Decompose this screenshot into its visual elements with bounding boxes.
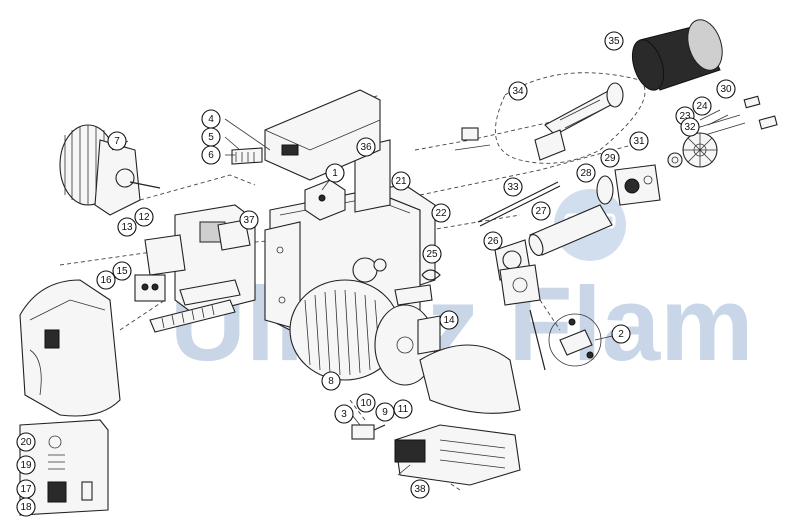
callout-16: 16 <box>96 270 116 290</box>
callout-label: 34 <box>512 86 524 97</box>
callout-32: 32 <box>680 117 700 137</box>
callout-label: 2 <box>618 329 624 340</box>
callout-label: 25 <box>426 249 438 260</box>
callout-markers: 1234567891011121314151617181920212223242… <box>16 31 736 517</box>
pressure-switch-detail <box>529 309 602 371</box>
flange-connector <box>494 239 541 306</box>
callout-label: 11 <box>398 404 409 415</box>
callout-12: 12 <box>134 207 154 227</box>
callout-label: 17 <box>20 484 32 495</box>
callout-1: 1 <box>325 163 345 183</box>
ring <box>667 152 683 168</box>
callout-22: 22 <box>431 203 451 223</box>
callout-label: 32 <box>684 122 696 133</box>
callout-25: 25 <box>422 244 442 264</box>
callout-label: 22 <box>435 208 447 219</box>
callout-29: 29 <box>600 148 620 168</box>
callout-14: 14 <box>439 310 459 330</box>
callout-30: 30 <box>716 79 736 99</box>
connecting-rod <box>477 181 561 227</box>
callout-27: 27 <box>531 201 551 221</box>
callout-26: 26 <box>483 231 503 251</box>
callout-label: 5 <box>208 132 214 143</box>
callout-4: 4 <box>201 109 221 129</box>
callout-9: 9 <box>375 402 395 422</box>
callout-label: 20 <box>20 437 32 448</box>
callout-20: 20 <box>16 432 36 452</box>
callout-label: 15 <box>116 266 128 277</box>
callout-38: 38 <box>410 479 430 499</box>
callout-34: 34 <box>508 81 528 101</box>
callout-7: 7 <box>107 131 127 151</box>
callout-label: 7 <box>114 136 120 147</box>
callout-label: 31 <box>633 136 645 147</box>
callout-label: 38 <box>414 484 426 495</box>
flame-tube <box>528 204 613 256</box>
callout-3: 3 <box>334 404 354 424</box>
air-intake <box>419 344 521 414</box>
callout-label: 6 <box>208 150 214 161</box>
callout-28: 28 <box>576 163 596 183</box>
top-cover <box>231 89 381 181</box>
callout-label: 28 <box>580 168 592 179</box>
callout-label: 4 <box>208 114 214 125</box>
callout-label: 1 <box>332 168 338 179</box>
callout-31: 31 <box>629 131 649 151</box>
leader-lines <box>111 118 622 476</box>
callout-label: 29 <box>604 153 616 164</box>
pump-base <box>394 424 521 486</box>
callout-label: 33 <box>507 182 519 193</box>
callout-13: 13 <box>117 217 137 237</box>
callout-label: 26 <box>487 236 499 247</box>
callout-label: 8 <box>328 376 334 387</box>
callout-label: 21 <box>395 176 407 187</box>
callout-label: 23 <box>679 111 691 122</box>
control-panel-inset <box>19 419 109 516</box>
callout-35: 35 <box>604 31 624 51</box>
callout-15: 15 <box>112 261 132 281</box>
callout-label: 27 <box>535 206 547 217</box>
callout-5: 5 <box>201 127 221 147</box>
callout-8: 8 <box>321 371 341 391</box>
callout-2: 2 <box>611 324 631 344</box>
ignition-electrodes <box>689 95 778 139</box>
callout-label: 3 <box>341 409 347 420</box>
callout-label: 36 <box>360 142 372 153</box>
brackets <box>394 269 441 355</box>
callout-11: 11 <box>393 399 413 419</box>
callout-label: 16 <box>100 275 112 286</box>
callout-label: 14 <box>443 315 455 326</box>
callout-label: 13 <box>121 222 133 233</box>
callout-37: 37 <box>239 210 259 230</box>
callout-21: 21 <box>391 171 411 191</box>
front-cover <box>19 279 121 417</box>
callout-36: 36 <box>356 137 376 157</box>
callout-33: 33 <box>503 177 523 197</box>
callout-label: 9 <box>382 407 388 418</box>
callout-label: 12 <box>138 212 150 223</box>
damper-assembly <box>596 164 661 206</box>
micro-switch <box>351 424 386 440</box>
diffuser-disc <box>682 132 718 168</box>
terminal-strip <box>134 274 241 333</box>
callout-18: 18 <box>16 497 36 517</box>
callout-19: 19 <box>16 455 36 475</box>
nozzle-assembly <box>454 82 624 161</box>
callout-label: 30 <box>720 84 732 95</box>
motor <box>59 124 161 216</box>
callout-17: 17 <box>16 479 36 499</box>
callout-label: 24 <box>696 101 708 112</box>
callout-label: 18 <box>20 502 32 513</box>
blast-tube <box>631 19 723 91</box>
callout-label: 10 <box>360 398 372 409</box>
callout-label: 19 <box>20 460 32 471</box>
callout-10: 10 <box>356 393 376 413</box>
callout-6: 6 <box>201 145 221 165</box>
callout-24: 24 <box>692 96 712 116</box>
callout-label: 37 <box>243 215 255 226</box>
callout-label: 35 <box>608 36 620 47</box>
